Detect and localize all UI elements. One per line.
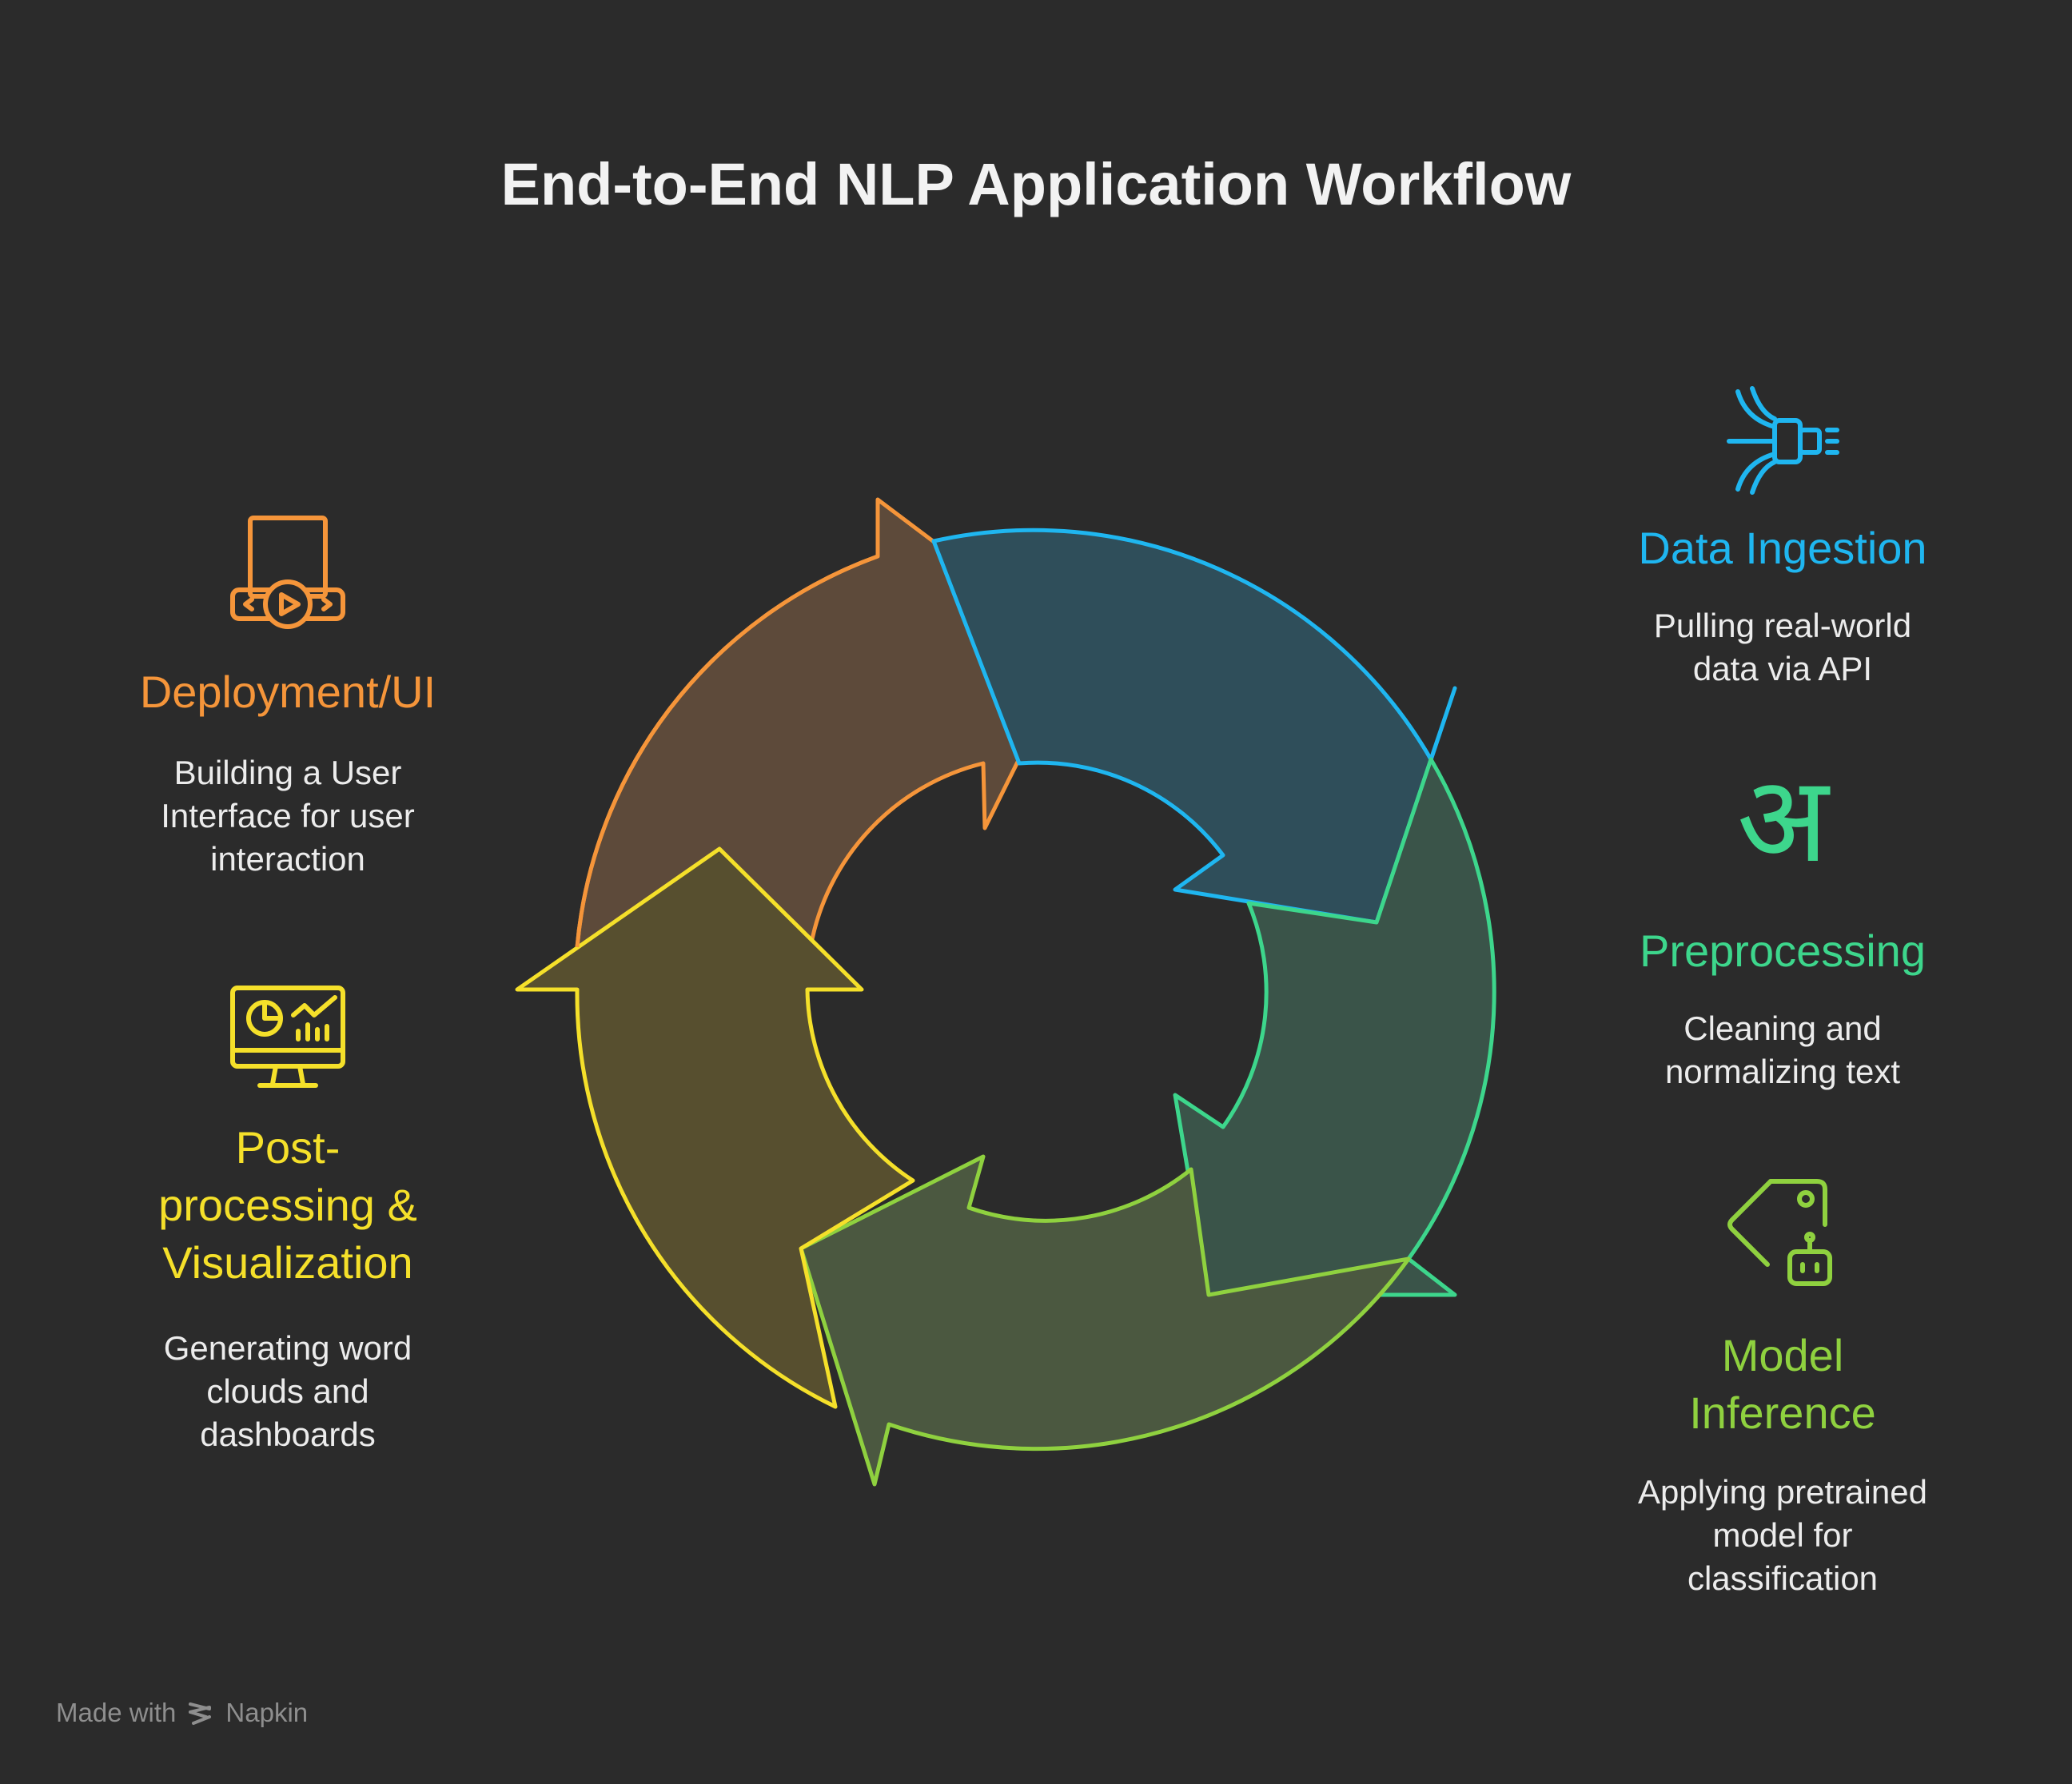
cycle-arrow-post-processing (515, 846, 915, 1409)
footer-brand: Napkin (225, 1698, 309, 1727)
footer-prefix: Made with (56, 1698, 177, 1727)
step-description-model-inference: Applying pretrained model for classifica… (1638, 1473, 1927, 1597)
step-title-model-inference: Model Inference (1689, 1330, 1876, 1438)
step-preprocessing: अ Preprocessing Cleaning and normalizing… (1591, 751, 1974, 1103)
diagram-title: End-to-End NLP Application Workflow (500, 151, 1572, 217)
step-description-data-ingestion: Pulling real-world data via API (1653, 607, 1912, 687)
cycle-arrow-model-inference (799, 1154, 1411, 1487)
cycle-arrow-data-ingestion (931, 528, 1457, 925)
api-connector-icon (1727, 386, 1839, 495)
step-description-post-processing: Generating word clouds and dashboards (163, 1329, 412, 1453)
step-deployment: Deployment/UI Building a User Interface … (104, 512, 472, 895)
cycle-arrow-preprocessing (1173, 757, 1496, 1297)
step-description-preprocessing: Cleaning and normalizing text (1664, 1009, 1901, 1090)
dashboard-monitor-icon (230, 986, 345, 1088)
step-description-deployment: Building a User Interface for user inter… (161, 754, 415, 878)
step-title-deployment: Deployment/UI (139, 667, 436, 717)
napkin-logo-icon (189, 1702, 212, 1725)
step-data-ingestion: Data Ingestion Pulling real-world data v… (1591, 368, 1974, 703)
step-title-data-ingestion: Data Ingestion (1638, 523, 1927, 573)
step-post-processing: Post- processing & Visualization Generat… (104, 975, 472, 1471)
devanagari-letter-icon: अ (1736, 751, 1829, 890)
cycle-arrow-deployment-edge (575, 554, 879, 948)
video-player-icon (230, 516, 345, 629)
robot-tag-icon (1727, 1179, 1832, 1286)
step-model-inference: Model Inference Applying pretrained mode… (1591, 1175, 1974, 1623)
step-title-preprocessing: Preprocessing (1640, 926, 1926, 976)
made-with-footer: Made with Napkin (56, 1698, 308, 1728)
step-title-post-processing: Post- processing & Visualization (158, 1122, 417, 1288)
